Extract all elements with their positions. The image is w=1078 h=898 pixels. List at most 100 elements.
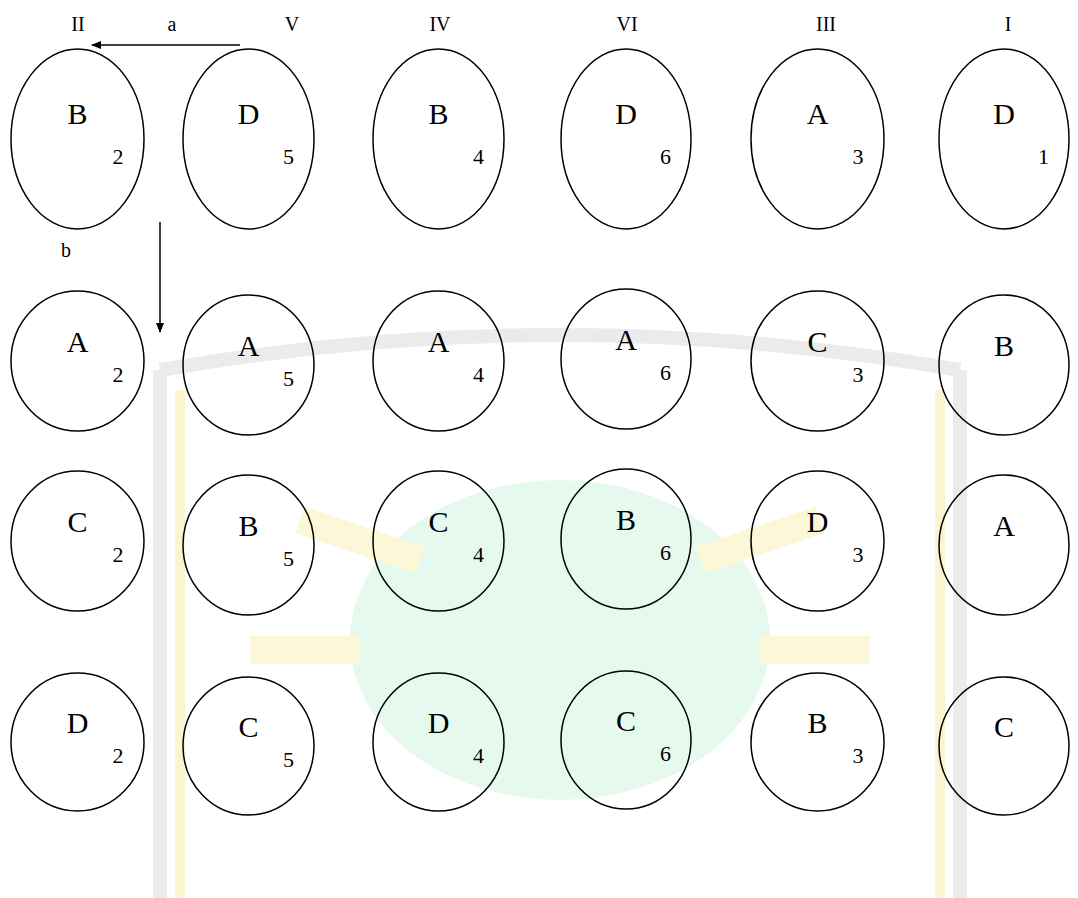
treatment-letter: D <box>615 99 637 129</box>
plot-number: 2 <box>113 745 124 767</box>
plot-number: 3 <box>853 364 864 386</box>
treatment-letter: A <box>428 327 450 357</box>
plot-circle: C4 <box>372 470 505 612</box>
plot-circle: A <box>938 474 1070 616</box>
circle-outline <box>182 48 315 230</box>
treatment-letter: C <box>807 327 827 357</box>
treatment-letter: B <box>238 511 258 541</box>
plot-number: 4 <box>473 364 484 386</box>
plot-circle: C2 <box>10 470 145 612</box>
column-label: VI <box>616 14 637 34</box>
column-label: II <box>71 14 84 34</box>
plot-circle: A4 <box>372 290 505 432</box>
plot-number: 4 <box>473 146 484 168</box>
circle-outline <box>372 290 505 432</box>
plot-circle: B6 <box>560 468 692 610</box>
plot-circle: D1 <box>938 48 1070 230</box>
treatment-letter: D <box>67 708 89 738</box>
plot-circle: C6 <box>560 670 692 810</box>
plot-number: 2 <box>113 544 124 566</box>
plot-number: 3 <box>853 544 864 566</box>
circle-outline <box>750 48 885 230</box>
circle-outline <box>938 48 1070 230</box>
treatment-letter: B <box>428 99 448 129</box>
plot-circle: B5 <box>182 474 315 616</box>
plot-circle: C3 <box>750 290 885 432</box>
direction-arrow <box>159 222 161 332</box>
plot-number: 4 <box>473 544 484 566</box>
plot-circle: A6 <box>560 288 692 430</box>
treatment-letter: A <box>615 325 637 355</box>
circle-outline <box>750 290 885 432</box>
plot-number: 5 <box>283 368 294 390</box>
circle-outline <box>10 672 145 812</box>
treatment-letter: D <box>238 99 260 129</box>
treatment-letter: B <box>807 708 827 738</box>
circle-outline <box>750 470 885 612</box>
treatment-letter: C <box>428 507 448 537</box>
plot-number: 3 <box>853 146 864 168</box>
circle-outline <box>560 288 692 430</box>
plot-number: 6 <box>660 743 671 765</box>
plot-number: 6 <box>660 362 671 384</box>
arrow-label: b <box>61 240 71 260</box>
treatment-letter: A <box>67 327 89 357</box>
treatment-letter: C <box>238 712 258 742</box>
plot-number: 2 <box>113 146 124 168</box>
plot-circle: D2 <box>10 672 145 812</box>
treatment-letter: C <box>67 507 87 537</box>
circle-outline <box>10 290 145 432</box>
plot-number: 6 <box>660 542 671 564</box>
circle-outline <box>372 470 505 612</box>
treatment-letter: D <box>428 708 450 738</box>
circle-outline <box>560 48 692 230</box>
treatment-letter: B <box>67 99 87 129</box>
circle-outline <box>938 676 1070 816</box>
circle-outline <box>10 48 145 230</box>
circle-outline <box>560 468 692 610</box>
arrow-label: a <box>168 14 177 34</box>
circle-outline <box>372 672 505 812</box>
plot-circle: C <box>938 676 1070 816</box>
plot-number: 3 <box>853 745 864 767</box>
treatment-letter: B <box>994 331 1014 361</box>
plot-number: 6 <box>660 146 671 168</box>
plot-circle: D5 <box>182 48 315 230</box>
treatment-letter: A <box>238 331 260 361</box>
plot-circle: D6 <box>560 48 692 230</box>
plot-circle: A3 <box>750 48 885 230</box>
column-label: III <box>816 14 836 34</box>
circle-outline <box>182 294 315 436</box>
circle-outline <box>372 48 505 230</box>
plot-number: 4 <box>473 745 484 767</box>
treatment-letter: A <box>807 99 829 129</box>
direction-arrow <box>92 44 240 46</box>
column-label: I <box>1005 14 1012 34</box>
plot-circle: B4 <box>372 48 505 230</box>
plot-number: 5 <box>283 146 294 168</box>
circle-outline <box>938 474 1070 616</box>
plot-circle: B3 <box>750 672 885 812</box>
plot-circle: C5 <box>182 676 315 816</box>
plot-circle: B2 <box>10 48 145 230</box>
circle-outline <box>182 676 315 816</box>
plot-number: 5 <box>283 548 294 570</box>
plot-number: 5 <box>283 749 294 771</box>
column-label: IV <box>429 14 450 34</box>
circle-outline <box>182 474 315 616</box>
plot-circle: B <box>938 294 1070 436</box>
treatment-letter: B <box>616 505 636 535</box>
treatment-letter: D <box>993 99 1015 129</box>
plot-circle: D3 <box>750 470 885 612</box>
plot-number: 2 <box>113 364 124 386</box>
treatment-letter: A <box>993 511 1015 541</box>
circle-outline <box>560 670 692 810</box>
circle-outline <box>938 294 1070 436</box>
circle-outline <box>10 470 145 612</box>
column-label: V <box>285 14 299 34</box>
circle-outline <box>750 672 885 812</box>
plot-circle: A2 <box>10 290 145 432</box>
treatment-letter: C <box>616 706 636 736</box>
